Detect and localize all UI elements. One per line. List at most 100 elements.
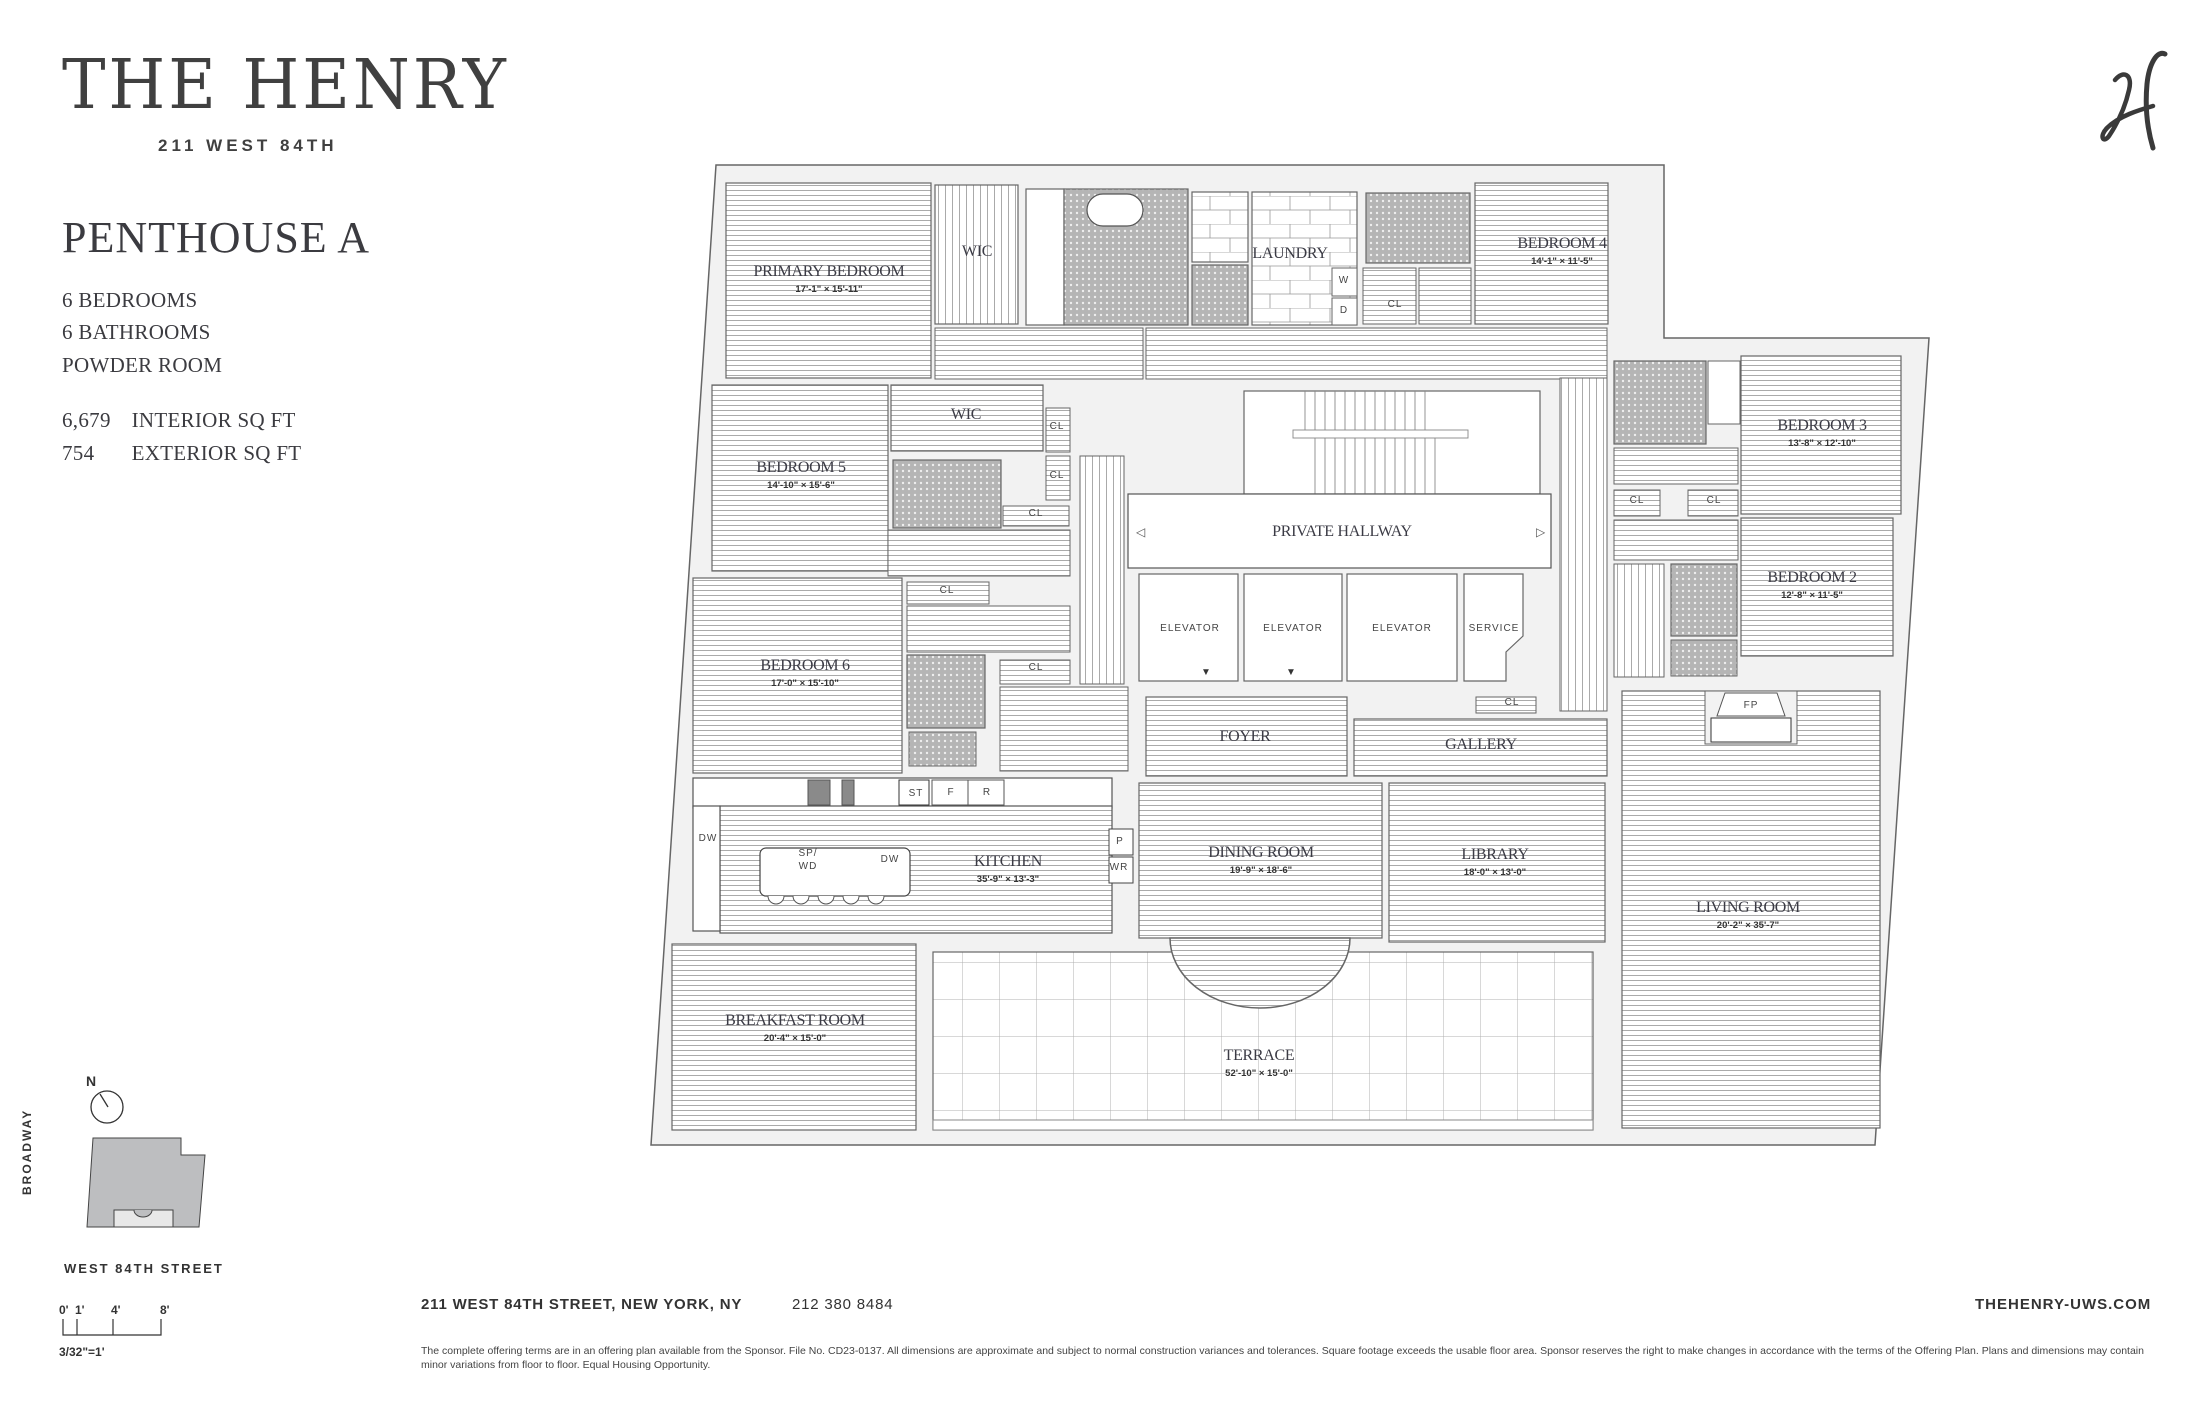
fireplace-hearth (1710, 717, 1792, 743)
elevator-1 (1138, 573, 1239, 682)
closet-cl-7 (1613, 489, 1661, 517)
service-elevator (1463, 573, 1524, 682)
brand-title: THE HENRY (62, 46, 509, 125)
fixture-label: SP/ (798, 848, 817, 859)
room-label: LAUNDRY (1252, 245, 1328, 262)
bath4-floor (1365, 192, 1471, 264)
room-dimensions: 18'-0" × 13'-0" (1464, 867, 1526, 878)
room-dimensions: 12'-8" × 11'-5" (1781, 590, 1843, 601)
closet-cl-4 (906, 581, 990, 605)
gallery-floor (1353, 718, 1608, 777)
room-label: WIC (962, 243, 992, 260)
room-label: LIBRARY (1461, 846, 1529, 863)
street-w84-label: WEST 84TH STREET (64, 1261, 224, 1276)
street-broadway-label: BROADWAY (20, 1108, 34, 1195)
primary-bath-vanity (1025, 188, 1065, 326)
pantry-box (1108, 828, 1134, 856)
fixture-label: ST (909, 788, 924, 799)
footer-address: 211 WEST 84TH STREET, NEW YORK, NY (421, 1296, 743, 1313)
closet-b4 (1362, 267, 1417, 325)
fridge-box (931, 779, 969, 806)
fixture-label: DW (881, 854, 900, 865)
room-label: KITCHEN (974, 853, 1043, 870)
room-label: BREAKFAST ROOM (725, 1012, 865, 1029)
fixture-label: CL (1707, 495, 1722, 506)
bar-stools-icon (767, 895, 885, 905)
fixture-label: R (983, 787, 991, 798)
bedroom6-floor (692, 577, 903, 774)
fixture-label: SERVICE (1469, 623, 1520, 634)
closet-cl-2 (1045, 455, 1071, 501)
fixture-label: W (1339, 275, 1349, 286)
room-label: WIC (951, 406, 981, 423)
wic-floor (934, 184, 1019, 325)
unit-title: PENTHOUSE A (62, 213, 371, 262)
primary-bedroom-floor (725, 182, 932, 379)
bay-window-bump (1169, 937, 1351, 1009)
bath2b-floor (1670, 563, 1738, 637)
fixture-label: CL (1029, 508, 1044, 519)
room-dimensions: 17'-0" × 15'-10" (771, 678, 839, 689)
corridor-vertical-west (1079, 455, 1125, 685)
fixture-label: CL (1630, 495, 1645, 506)
elevator-3 (1346, 573, 1458, 682)
fixture-label: CL (1505, 697, 1520, 708)
closet-cl-1 (1045, 407, 1071, 453)
scale-tick-1: 1' (75, 1303, 85, 1317)
refrigerator-box (967, 779, 1005, 806)
fixture-label: CL (1050, 470, 1065, 481)
footer-website-link[interactable]: THEHENRY-UWS.COM (1975, 1296, 2152, 1313)
spec-bedrooms: 6 BEDROOMS (62, 288, 198, 312)
bath3-tub (1707, 360, 1741, 425)
room-label: PRIMARY BEDROOM (754, 263, 905, 280)
bedroom3-floor (1740, 355, 1902, 515)
range-icon (807, 779, 831, 806)
washer-box (1331, 267, 1358, 297)
fixture-label: F (947, 787, 954, 798)
bedroom4-floor (1474, 182, 1609, 325)
spec-bathrooms: 6 BATHROOMS (62, 320, 211, 344)
brand-address: 211 WEST 84TH (158, 136, 338, 155)
fireplace-icon (1716, 692, 1786, 717)
fixture-label: ELEVATOR (1372, 623, 1432, 634)
corridor-top-west (934, 327, 1144, 380)
room-dimensions: 52'-10" × 15'-0" (1225, 1068, 1293, 1079)
room-label: BEDROOM 5 (756, 459, 846, 476)
room-dimensions: 20'-2" × 35'-7" (1717, 920, 1779, 931)
room-label: BEDROOM 4 (1517, 235, 1607, 252)
hallway-right-arrow-icon: ▷ (1536, 525, 1546, 539)
spec-exterior-sqft: 754 EXTERIOR SQ FT (62, 441, 301, 466)
fixture-label: D (1340, 305, 1348, 316)
room-label: BEDROOM 6 (760, 657, 850, 674)
fixture-label: DW (699, 833, 718, 844)
fixture-label: WR (1110, 862, 1129, 873)
closet-cl-5 (999, 659, 1071, 685)
bedroom2-floor (1740, 517, 1894, 657)
fixture-label: P (1116, 836, 1124, 847)
living-room-floor (1621, 690, 1881, 1129)
breakfast-room-floor (671, 943, 917, 1131)
kitchen-side-counter (692, 805, 721, 932)
room-label: TERRACE (1224, 1047, 1295, 1064)
scale-tick-0: 0' (59, 1303, 69, 1317)
hallway-left-arrow-icon: ◁ (1136, 525, 1146, 539)
dining-room-floor (1138, 782, 1383, 939)
range-icon-2 (841, 779, 855, 806)
closet-cl-8 (1687, 489, 1739, 517)
scale-bar-icon (62, 1319, 162, 1336)
room-dimensions: 20'-4" × 15'-0" (764, 1033, 826, 1044)
north-compass-needle-icon (99, 1093, 109, 1108)
fixture-label: CL (1388, 299, 1403, 310)
room-label: FOYER (1220, 728, 1272, 745)
spec-powder-room: POWDER ROOM (62, 353, 223, 377)
room-label: GALLERY (1445, 736, 1517, 753)
private-hallway-floor (1127, 493, 1552, 569)
fixture-label: ELEVATOR (1160, 623, 1220, 634)
corridor-west-3 (999, 686, 1129, 772)
footer-phone[interactable]: 212 380 8484 (792, 1296, 894, 1313)
corridor-west-1 (887, 529, 1071, 577)
room-dimensions: 13'-8" × 12'-10" (1788, 438, 1856, 449)
script-h-logo-icon (2095, 40, 2175, 160)
